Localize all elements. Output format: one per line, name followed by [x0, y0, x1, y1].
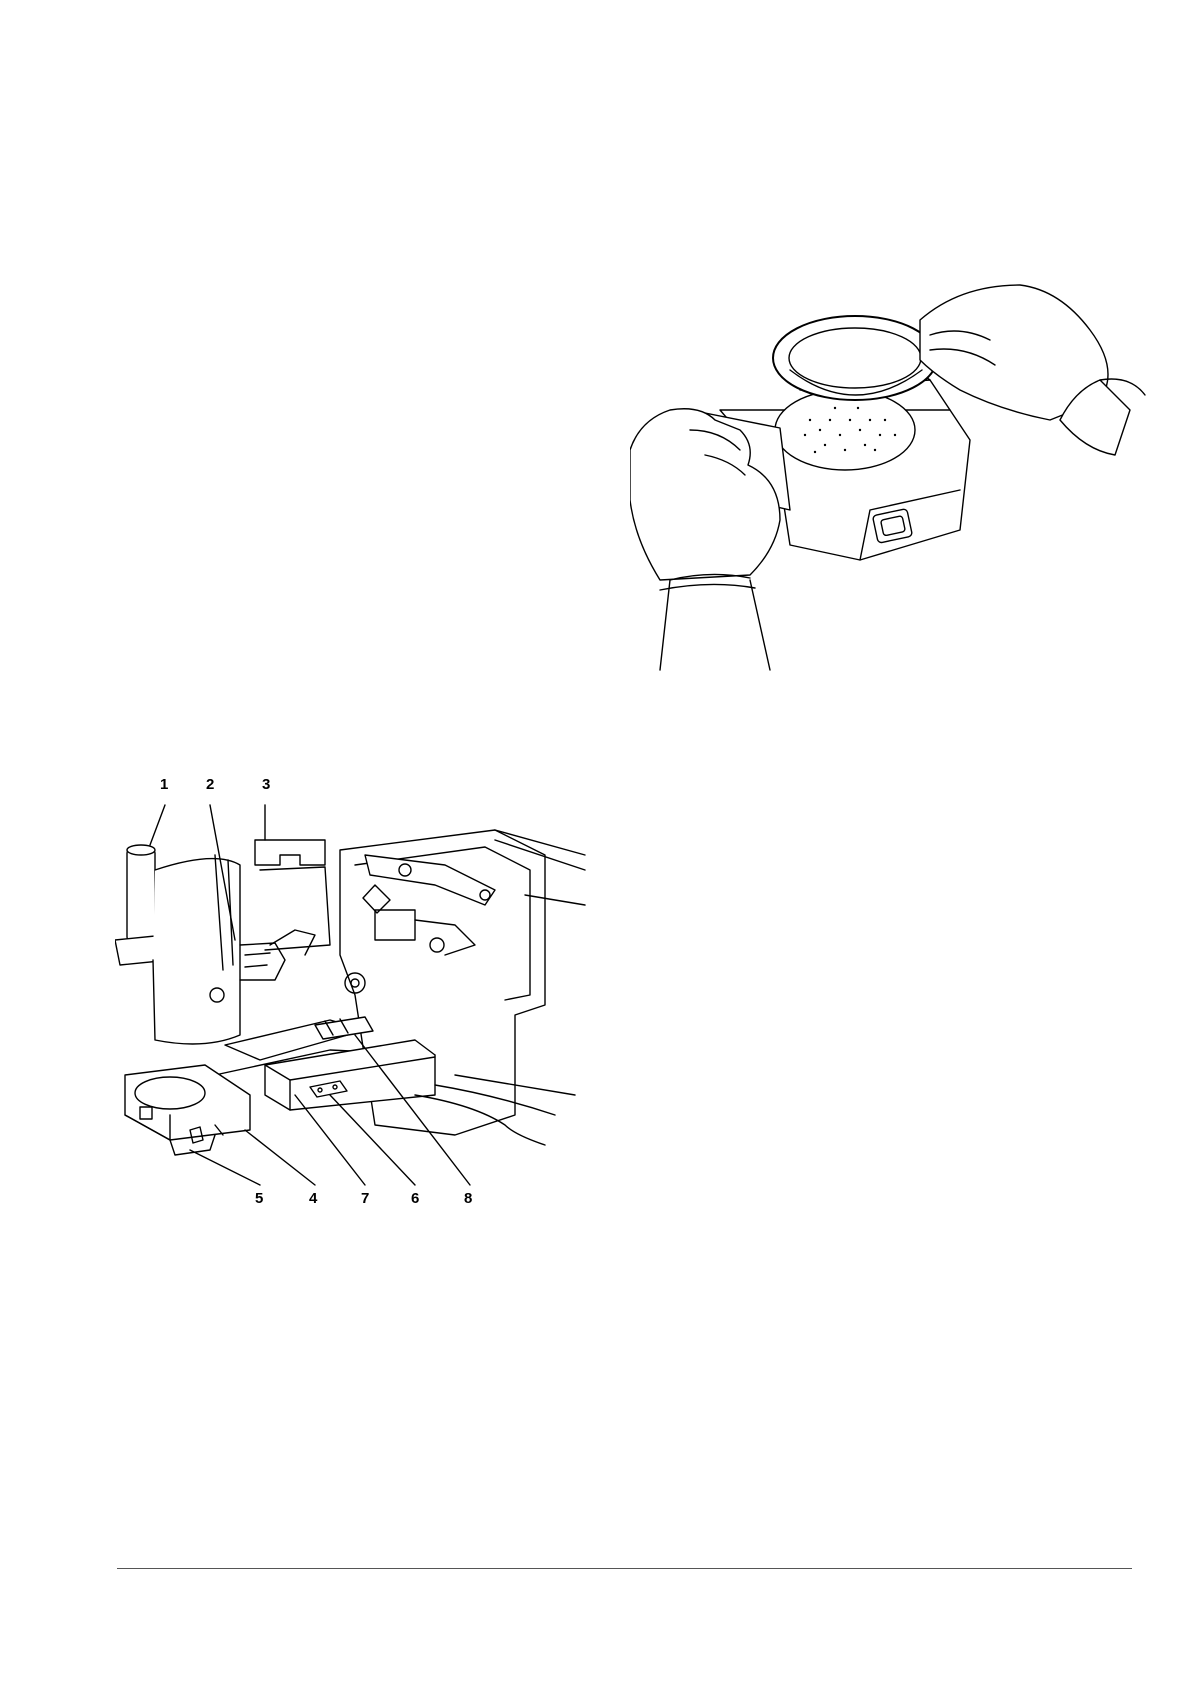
footer-rule: [117, 1568, 1132, 1569]
callout-4: 4: [309, 1190, 317, 1207]
callout-2: 2: [206, 776, 214, 793]
callout-3: 3: [262, 776, 270, 793]
callout-8: 8: [464, 1190, 472, 1207]
callout-6: 6: [411, 1190, 419, 1207]
hands-holding-filter-icon: [630, 280, 1150, 720]
callout-7: 7: [361, 1190, 369, 1207]
burner-unit-icon: [115, 795, 615, 1255]
callout-1: 1: [160, 776, 168, 793]
callout-5: 5: [255, 1190, 263, 1207]
